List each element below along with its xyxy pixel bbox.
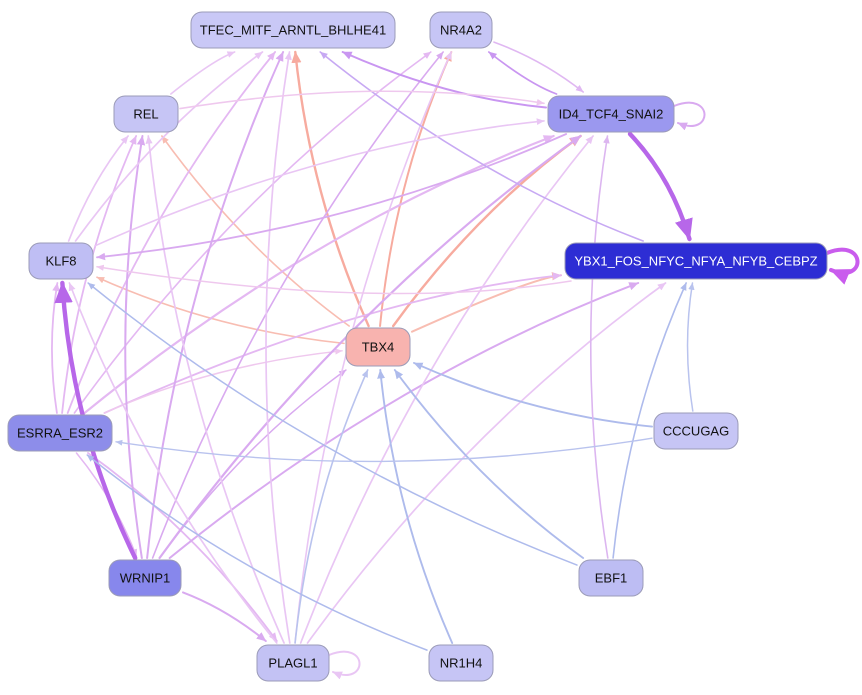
node-rel[interactable]: REL (113, 95, 179, 133)
node-shape-nr1h4[interactable] (428, 644, 494, 682)
edge-nr4a2-id4 (493, 41, 584, 93)
edge-id4-self-loop (673, 101, 706, 131)
node-shape-plagl1[interactable] (256, 644, 330, 682)
edge-esrra-tbx4 (103, 348, 343, 414)
node-tbx4[interactable]: TBX4 (345, 327, 411, 367)
edge-plagl1-tfec (265, 51, 292, 644)
edge-id4-klf8 (96, 133, 568, 261)
edge-id4-tfec (341, 51, 547, 109)
edge-cccugag-esrra (115, 437, 653, 463)
edge-plagl1-rel (145, 135, 285, 644)
node-shape-ybx1[interactable] (564, 242, 828, 280)
node-shape-tbx4[interactable] (345, 327, 411, 367)
edge-wrnip1-rel (124, 135, 146, 559)
edge-ybx1-klf8 (96, 264, 572, 295)
edge-plagl1-id4 (299, 135, 594, 644)
edge-wrnip1-plagl1 (182, 591, 267, 642)
edge-plagl1-tbx4 (294, 369, 369, 644)
node-shape-tfec[interactable] (190, 11, 396, 49)
edge-id4-nr4a2 (487, 51, 558, 95)
edge-esrra-plagl1 (87, 452, 278, 642)
edge-klf8-id4 (94, 118, 545, 247)
node-ebf1[interactable]: EBF1 (578, 559, 644, 597)
edge-ebf1-ybx1 (612, 282, 687, 559)
edge-ebf1-tbx4 (393, 369, 585, 559)
node-shape-esrra[interactable] (7, 414, 113, 452)
edge-nr1h4-tbx4 (377, 369, 454, 644)
edge-ebf1-klf8 (87, 282, 578, 566)
edge-klf8-rel (67, 135, 129, 242)
edge-esrra-klf8 (51, 282, 60, 414)
edge-wrnip1-nr4a2 (151, 51, 444, 559)
edge-rel-id4 (179, 90, 545, 110)
edge-cccugag-tbx4 (413, 361, 653, 428)
edge-nr1h4-esrra (86, 454, 428, 651)
node-ybx1[interactable]: YBX1_FOS_NFYC_NFYA_NFYB_CEBPZ (564, 242, 828, 280)
node-wrnip1[interactable]: WRNIP1 (108, 559, 182, 597)
edge-tbx4-ybx1 (411, 272, 562, 333)
node-nr1h4[interactable]: NR1H4 (428, 644, 494, 682)
node-shape-rel[interactable] (113, 95, 179, 133)
edge-plagl1-self-loop (328, 650, 361, 680)
node-tfec[interactable]: TFEC_MITF_ARNTL_BHLHE41 (190, 11, 396, 49)
node-shape-ebf1[interactable] (578, 559, 644, 597)
node-id4[interactable]: ID4_TCF4_SNAI2 (547, 95, 675, 133)
edge-layer (51, 41, 860, 680)
node-nr4a2[interactable]: NR4A2 (429, 11, 493, 49)
edge-esrra-id4 (83, 134, 555, 415)
edge-wrnip1-tfec (146, 51, 285, 559)
node-cccugag[interactable]: CCCUGAG (653, 412, 739, 450)
edge-ybx1-self-loop (825, 247, 860, 285)
node-klf8[interactable]: KLF8 (28, 242, 94, 280)
edge-rel-tfec (170, 51, 236, 95)
node-shape-klf8[interactable] (28, 242, 94, 280)
edge-plagl1-klf8 (68, 282, 278, 644)
edge-klf8-tfec (74, 51, 264, 242)
node-plagl1[interactable]: PLAGL1 (256, 644, 330, 682)
edge-esrra-tfec (66, 51, 277, 414)
node-shape-wrnip1[interactable] (108, 559, 182, 597)
edge-wrnip1-tbx4 (158, 369, 347, 559)
edge-id4-ybx1 (627, 131, 693, 242)
node-esrra[interactable]: ESRRA_ESR2 (7, 414, 113, 452)
node-shape-cccugag[interactable] (653, 412, 739, 450)
edge-ebf1-id4 (589, 135, 610, 559)
edge-wrnip1-ybx1 (168, 282, 640, 559)
edge-ybx1-tfec (319, 51, 644, 242)
edge-cccugag-ybx1 (686, 282, 695, 412)
edge-plagl1-ybx1 (306, 282, 667, 644)
node-shape-id4[interactable] (547, 95, 675, 133)
node-shape-nr4a2[interactable] (429, 11, 493, 49)
edge-tbx4-rel (161, 135, 350, 327)
